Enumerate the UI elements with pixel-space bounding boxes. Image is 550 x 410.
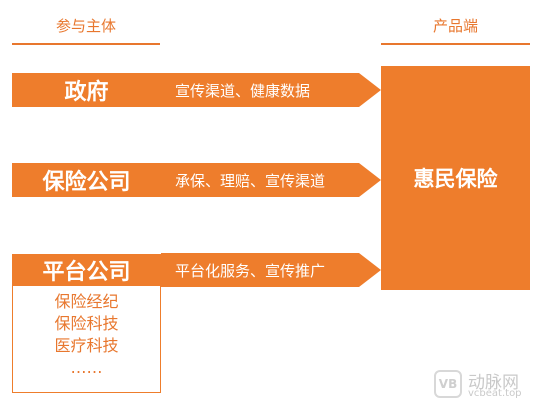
header-participants-underline — [12, 43, 160, 45]
watermark-url: vcbeat.top — [468, 388, 522, 399]
platform-subtypes-box: 保险经纪 保险科技 医疗科技 …… — [12, 283, 161, 393]
arrow-insurance-company: 承保、理赔、宣传渠道 — [161, 163, 381, 197]
arrow-platform-company-label: 平台化服务、宣传推广 — [161, 253, 359, 287]
participant-government: 政府 — [12, 73, 161, 107]
watermark-logo-icon: VB — [434, 370, 462, 398]
participant-insurance-company: 保险公司 — [12, 163, 161, 197]
arrow-head — [359, 163, 381, 197]
arrow-head — [359, 253, 381, 287]
arrow-head — [359, 73, 381, 107]
arrow-government-label: 宣传渠道、健康数据 — [161, 73, 359, 107]
product-huimin-insurance: 惠民保险 — [381, 66, 530, 290]
header-product: 产品端 — [432, 17, 478, 35]
subtype-ellipsis: …… — [70, 358, 103, 377]
participant-platform-company: 平台公司 — [12, 254, 161, 286]
subtype-insurtech: 保险科技 — [54, 314, 119, 333]
watermark-name: 动脉网 — [468, 373, 519, 393]
subtype-insurance-broker: 保险经纪 — [54, 292, 119, 311]
header-participants: 参与主体 — [55, 17, 116, 35]
subtype-medtech: 医疗科技 — [54, 336, 119, 355]
arrow-platform-company: 平台化服务、宣传推广 — [161, 253, 381, 287]
header-product-underline — [381, 43, 530, 45]
arrow-government: 宣传渠道、健康数据 — [161, 73, 381, 107]
arrow-insurance-company-label: 承保、理赔、宣传渠道 — [161, 163, 359, 197]
